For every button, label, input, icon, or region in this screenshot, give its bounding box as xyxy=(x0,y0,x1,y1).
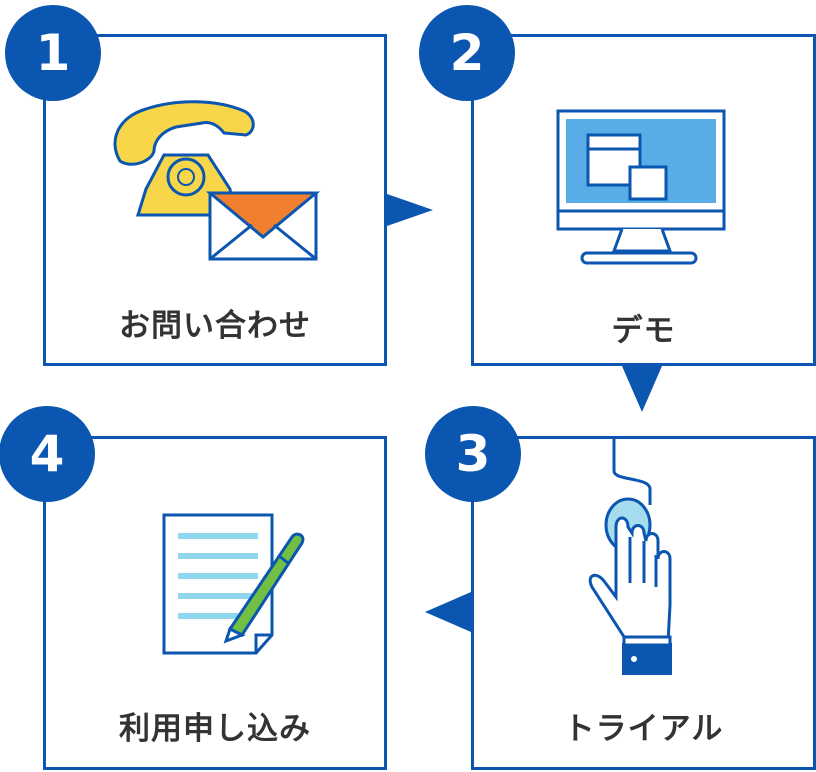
step-4-label: 利用申し込み xyxy=(119,711,311,747)
step-2-label: デモ xyxy=(611,313,676,349)
hand-mouse-icon xyxy=(588,437,672,675)
arrow-step-1-to-2 xyxy=(387,194,433,226)
monitor-icon xyxy=(556,109,726,265)
step-2-number-badge: 2 xyxy=(419,5,515,101)
step-3-number-badge: 3 xyxy=(425,406,521,502)
step-3-box: トライアル xyxy=(471,436,816,770)
phone-and-mail-icon xyxy=(113,100,321,261)
step-1-number-badge: 1 xyxy=(5,5,101,101)
arrow-step-2-to-3 xyxy=(622,366,662,412)
step-1-label: お問い合わせ xyxy=(119,308,311,344)
step-2-box: デモ xyxy=(471,34,816,366)
step-4-box: 利用申し込み xyxy=(43,436,387,770)
step-4-number-badge: 4 xyxy=(0,406,95,502)
application-form-icon xyxy=(162,513,305,655)
step-1-box: お問い合わせ xyxy=(43,34,387,366)
arrow-step-3-to-4 xyxy=(425,592,471,632)
step-3-label: トライアル xyxy=(563,711,724,747)
